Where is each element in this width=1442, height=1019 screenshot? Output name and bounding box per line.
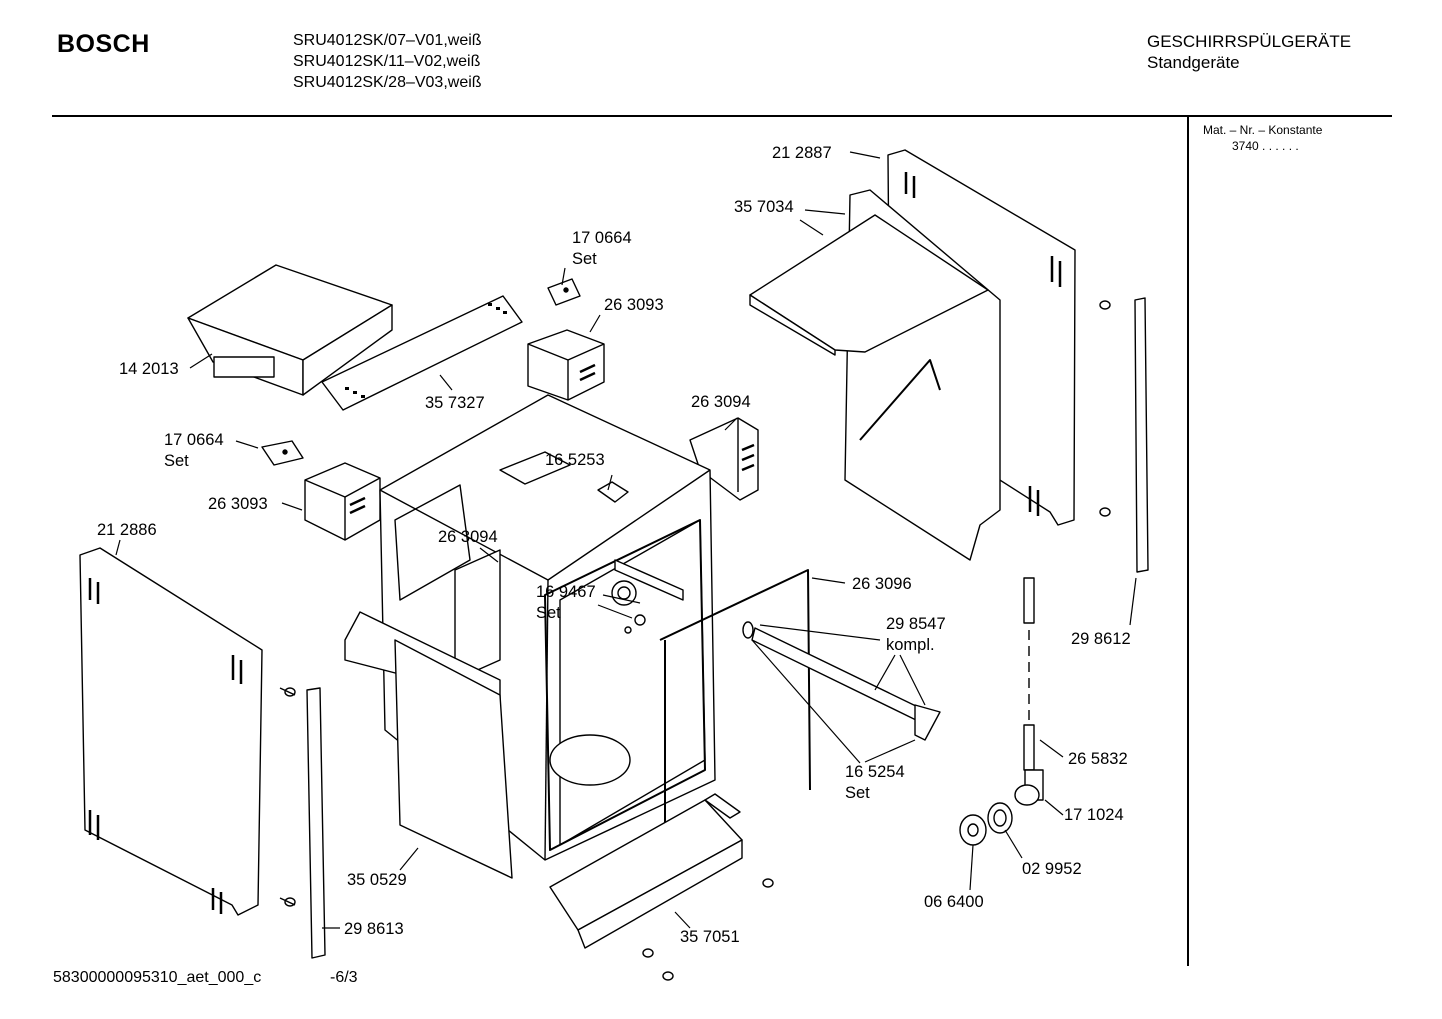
part-label-29-8613: 29 8613	[344, 920, 404, 938]
drain-fitting-part	[611, 559, 684, 634]
brand-logo: BOSCH	[57, 30, 150, 58]
valve-part	[1014, 769, 1044, 806]
clip-part	[597, 481, 629, 503]
part-label-35-7051: 35 7051	[680, 928, 740, 946]
screw-right-lower-part	[1099, 507, 1111, 517]
leader-lines	[115, 151, 1137, 929]
part-label-35-0529: 35 0529	[347, 871, 407, 889]
part-label-06-6400: 06 6400	[924, 893, 984, 911]
model-line-1: SRU4012SK/07–V01,weiß	[293, 32, 482, 49]
document-id: 58300000095310_aet_000_c	[53, 969, 262, 986]
part-label-21-2887: 21 2887	[772, 144, 832, 162]
part-label-26-3093-left: 26 3093	[208, 495, 268, 513]
material-number-label: Mat. – Nr. – Konstante	[1203, 123, 1323, 137]
sealing-ring-part	[987, 802, 1013, 834]
category-title: GESCHIRRSPÜLGERÄTE	[1147, 32, 1352, 51]
part-label-29-8547-suffix: kompl.	[886, 636, 935, 654]
base-plate-part	[549, 793, 743, 949]
part-label-16-9467-suffix: Set	[536, 604, 561, 622]
front-panel-part	[344, 611, 513, 879]
part-label-16-5254: 16 5254	[845, 763, 905, 781]
trim-strip-left-part	[306, 687, 326, 959]
trim-strip-right-part	[1134, 297, 1149, 573]
part-label-35-7034: 35 7034	[734, 198, 794, 216]
screw-bottom-2-part	[642, 948, 654, 958]
part-label-26-3096: 26 3096	[852, 575, 912, 593]
top-cover-part	[187, 264, 393, 396]
page-number: -6/3	[330, 969, 358, 986]
subcategory-title: Standgeräte	[1147, 53, 1240, 72]
arm-rod-part	[742, 621, 941, 741]
part-label-26-3094-right: 26 3094	[691, 393, 751, 411]
screw-bottom-3-part	[662, 971, 674, 981]
hinge-bracket-left-part	[261, 440, 304, 466]
side-bracket-top-part	[527, 329, 605, 401]
screw-left-upper-part	[279, 687, 296, 697]
part-label-16-5254-suffix: Set	[845, 784, 870, 802]
screw-bottom-1-part	[762, 878, 774, 888]
part-label-16-5253: 16 5253	[545, 451, 605, 469]
side-bracket-left-part	[304, 462, 381, 541]
part-label-14-2013: 14 2013	[119, 360, 179, 378]
part-label-35-7327: 35 7327	[425, 394, 485, 412]
material-number-value: 3740 . . . . . .	[1232, 139, 1299, 153]
screw-left-lower-part	[279, 897, 296, 907]
model-line-2: SRU4012SK/11–V02,weiß	[293, 53, 481, 70]
part-label-17-0664-top: 17 0664	[572, 229, 632, 247]
part-label-26-3093-top: 26 3093	[604, 296, 664, 314]
screw-right-upper-part	[1099, 300, 1111, 310]
part-label-16-9467: 16 9467	[536, 583, 596, 601]
part-label-17-0664-top-suffix: Set	[572, 250, 597, 268]
model-line-3: SRU4012SK/28–V03,weiß	[293, 74, 482, 91]
part-label-17-0664-left: 17 0664	[164, 431, 224, 449]
part-label-17-1024: 17 1024	[1064, 806, 1124, 824]
insulation-strip-part	[321, 295, 523, 411]
part-label-26-3094-center: 26 3094	[438, 528, 498, 546]
part-label-29-8547: 29 8547	[886, 615, 946, 633]
part-label-17-0664-left-suffix: Set	[164, 452, 189, 470]
part-label-26-5832: 26 5832	[1068, 750, 1128, 768]
foot-cap-part	[959, 814, 987, 846]
part-label-21-2886: 21 2886	[97, 521, 157, 539]
hinge-bracket-top-part	[547, 278, 581, 306]
back-panel-part	[749, 189, 1001, 561]
left-side-panel-part	[79, 547, 263, 916]
part-label-29-8612: 29 8612	[1071, 630, 1131, 648]
corner-bracket-right-part	[689, 417, 759, 501]
inlet-hose-part	[1023, 577, 1035, 771]
part-label-02-9952: 02 9952	[1022, 860, 1082, 878]
